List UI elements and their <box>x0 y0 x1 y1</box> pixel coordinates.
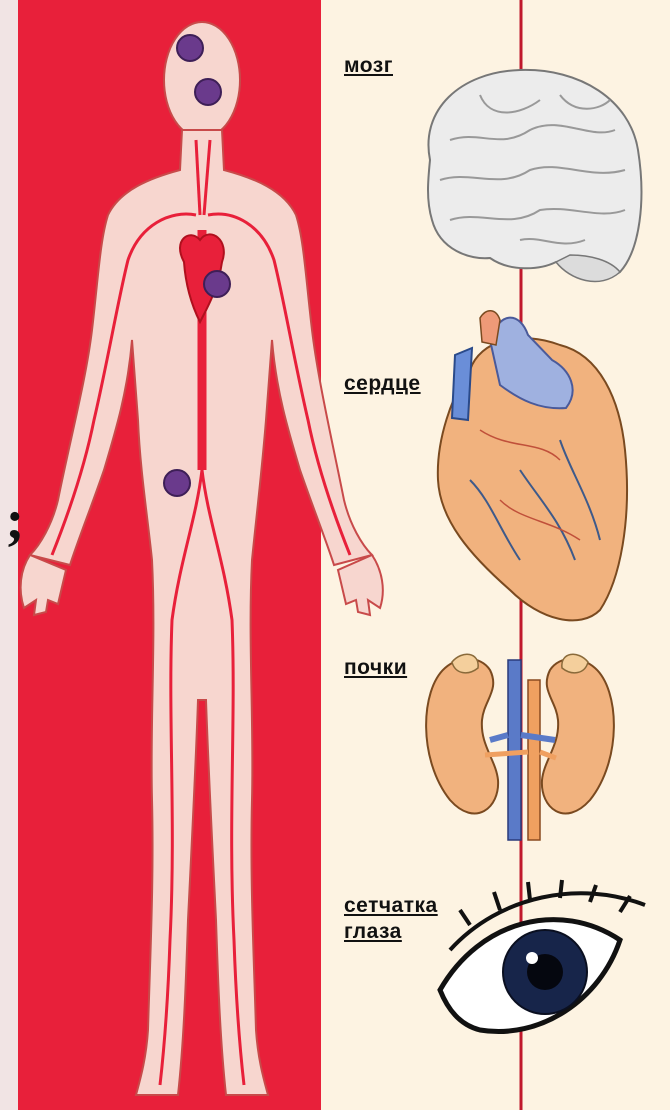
eye-marker-dot <box>195 79 221 105</box>
brain-marker-dot <box>177 35 203 61</box>
vena-cava <box>508 660 521 840</box>
brain-label: мозг <box>344 54 393 78</box>
brain-illustration <box>428 70 641 282</box>
human-body-figure <box>21 22 383 1095</box>
retina-label-line1: сетчатка <box>344 894 438 918</box>
eye-illustration <box>440 880 645 1032</box>
kidney-marker-dot <box>164 470 190 496</box>
heart-marker-dot <box>204 271 230 297</box>
aorta-abdominal <box>528 680 540 840</box>
left-kidney <box>426 659 498 814</box>
heart-label: сердце <box>344 372 421 396</box>
kidneys-label: почки <box>344 656 407 680</box>
right-kidney <box>542 659 614 814</box>
heart-illustration <box>438 311 627 621</box>
left-hand <box>21 555 66 615</box>
kidneys-illustration <box>426 654 614 840</box>
retina-label-line2: глаза <box>344 920 402 944</box>
right-hand <box>338 555 383 615</box>
